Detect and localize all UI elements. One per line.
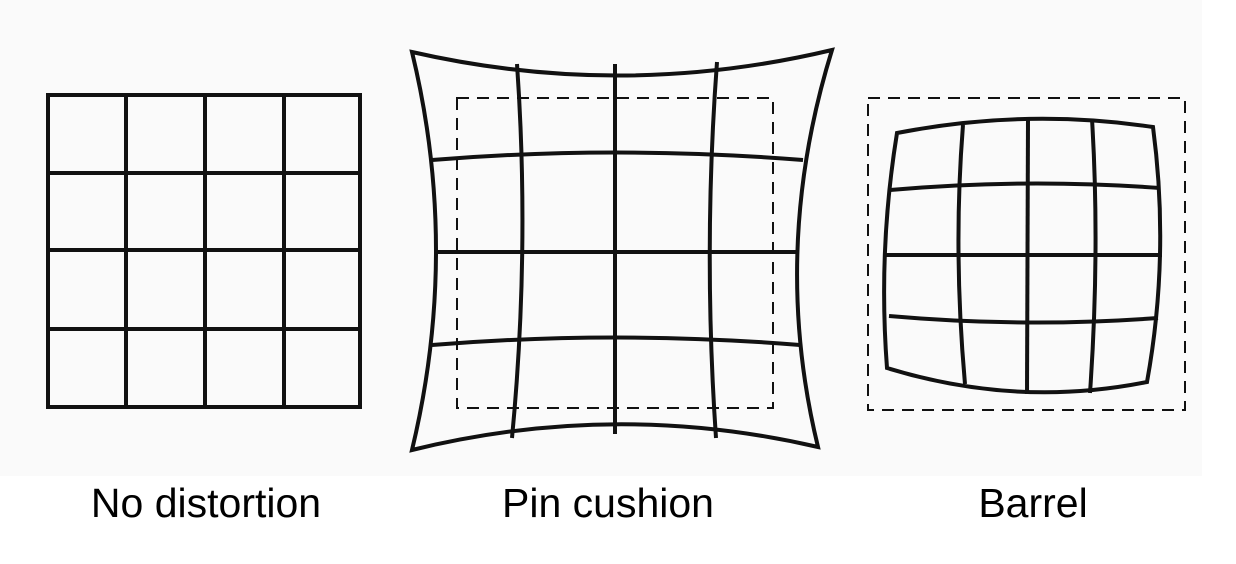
barrel-label: Barrel (978, 480, 1088, 526)
diagram-background (0, 0, 1202, 476)
pin-cushion-label: Pin cushion (502, 480, 714, 526)
no-distortion-label: No distortion (90, 480, 322, 526)
no-distortion-grid (46, 93, 362, 409)
barrel-grid (867, 97, 1186, 411)
pin-cushion-grid (409, 47, 835, 453)
